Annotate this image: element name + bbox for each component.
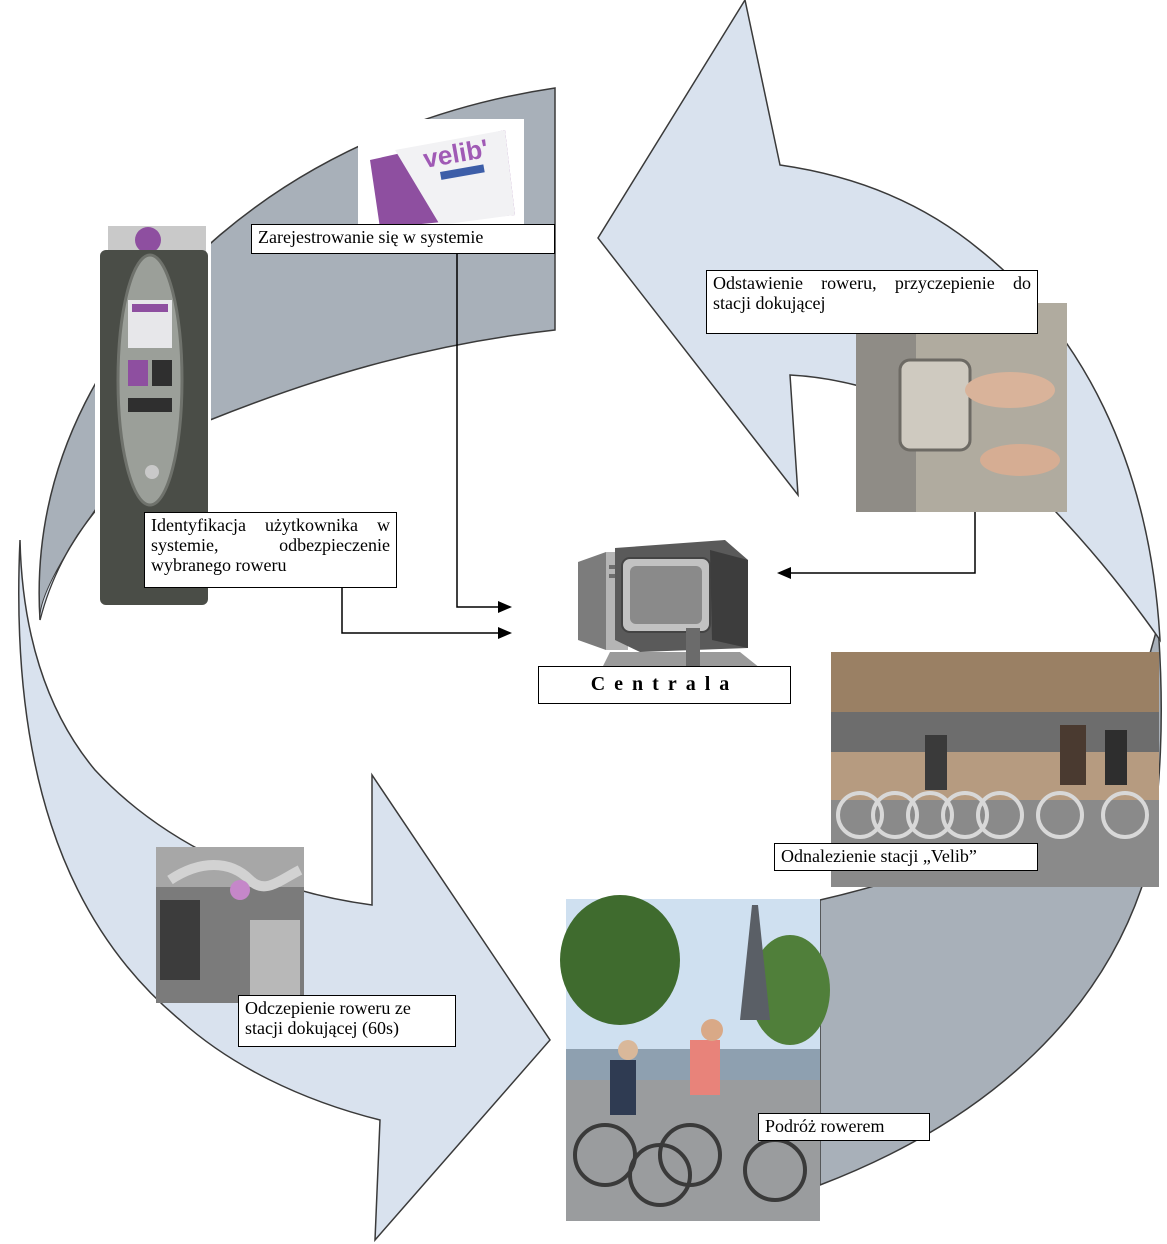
cyclists-icon <box>573 1019 807 1207</box>
dock-lock-icon <box>898 358 972 452</box>
arrowhead-register <box>498 601 512 613</box>
undock-photo <box>156 847 304 1003</box>
connector-lines <box>341 253 976 634</box>
step-dock-label: Odstawienie roweru, przyczepienie do sta… <box>706 270 1038 334</box>
ride-photo <box>560 895 830 1221</box>
computer-icon <box>578 540 760 672</box>
step-find-station-label: Odnalezienie stacji „Velib” <box>774 843 1038 871</box>
centrala-label: Centrala <box>538 666 791 704</box>
connector-dock <box>790 512 976 574</box>
dock-photo <box>856 303 1067 512</box>
step-register-label: Zarejestrowanie się w systemie <box>251 224 555 254</box>
connector-register <box>456 253 505 608</box>
connector-identify <box>341 588 505 634</box>
arrowhead-identify <box>498 627 512 639</box>
bike-station-icon <box>836 791 1149 839</box>
step-ride-label: Podróż rowerem <box>758 1113 930 1141</box>
card-photo: velib' <box>358 119 524 229</box>
arrowhead-dock <box>777 567 791 579</box>
step-undock-label: Odczepienie roweru ze stacji dokującej (… <box>238 995 456 1047</box>
bike-handlebar-icon <box>167 860 303 892</box>
step-identify-label: Identyfikacja użytkownika w systemie, od… <box>144 512 397 588</box>
